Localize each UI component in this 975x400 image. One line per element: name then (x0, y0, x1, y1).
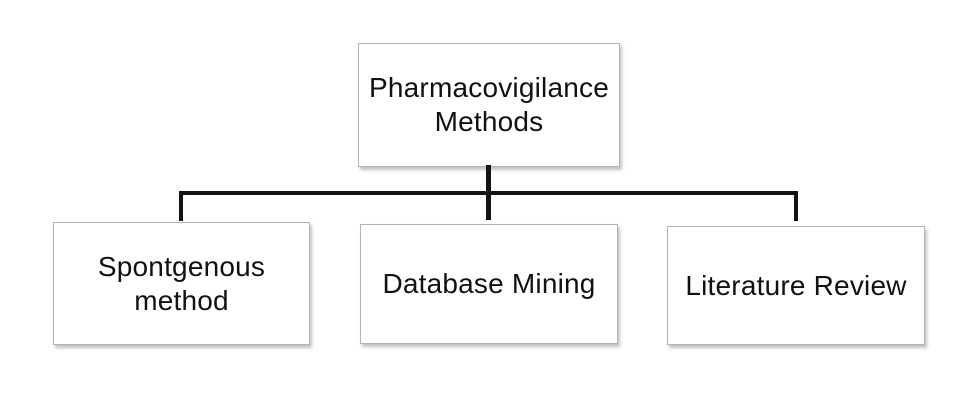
connector-left-drop (179, 191, 183, 221)
connector-horizontal-rail (179, 191, 798, 195)
node-label-line: Database Mining (382, 268, 596, 300)
connector-right-drop (794, 191, 798, 221)
node-pharmacovigilance-methods: Pharmacovigilance Methods (358, 43, 620, 167)
node-label-line: Literature Review (685, 269, 907, 301)
node-label-line: method (134, 284, 229, 316)
node-literature-review: Literature Review (667, 226, 925, 345)
node-label-line: Pharmacovigilance (369, 72, 609, 104)
node-label-line: Spontgenous (97, 250, 266, 282)
node-spontgenous-method: Spontgenous method (53, 222, 310, 345)
node-database-mining: Database Mining (360, 224, 618, 344)
node-label-line: Methods (434, 106, 544, 137)
